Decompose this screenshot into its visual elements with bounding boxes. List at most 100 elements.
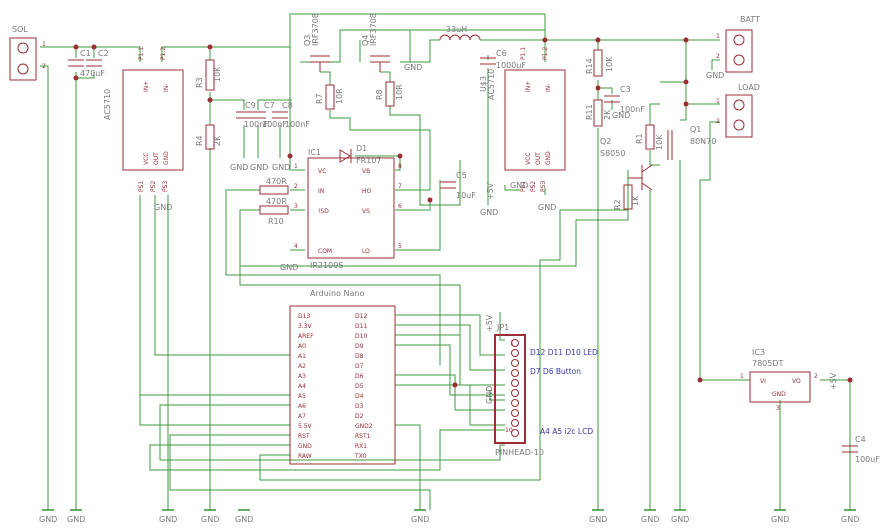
reg-n3: 3 bbox=[776, 405, 780, 412]
acs-right-5v: +5V bbox=[486, 182, 495, 200]
reg-n2: 2 bbox=[814, 373, 818, 380]
acs-right-out: OUT bbox=[535, 152, 542, 165]
drv-n5: 5 bbox=[398, 243, 402, 250]
nano-pin-d11: D11 bbox=[355, 323, 367, 330]
header-pin bbox=[511, 419, 519, 427]
r9 bbox=[259, 185, 289, 195]
header-5v: +5V bbox=[485, 314, 494, 332]
r8 bbox=[385, 81, 395, 107]
q1-mosfet bbox=[667, 130, 673, 160]
load-pin1: 1 bbox=[716, 98, 720, 105]
q1-value: 80N70 bbox=[690, 137, 716, 146]
acs-right-ps3: PS3 bbox=[540, 181, 547, 192]
driver-value: IR2109S bbox=[310, 261, 343, 270]
r7-ref: R7 bbox=[315, 93, 324, 104]
nano-pin-d7: D7 bbox=[355, 363, 364, 370]
drv-in: IN bbox=[318, 188, 324, 195]
header-pin bbox=[511, 429, 519, 437]
drv-n8: 8 bbox=[398, 163, 402, 170]
c2-value: 470uF bbox=[80, 69, 105, 78]
nano-pin-33v: 3.3V bbox=[298, 323, 313, 330]
r8-ref: R8 bbox=[375, 89, 384, 100]
acs-right-gnd2: GND bbox=[538, 203, 556, 212]
reg-5v: +5V bbox=[829, 372, 838, 390]
sol-pin2: 2 bbox=[42, 63, 46, 70]
r4 bbox=[205, 124, 215, 150]
header-pin bbox=[511, 359, 519, 367]
drv-lo: LO bbox=[362, 248, 370, 255]
header-pin10: 10 bbox=[505, 427, 513, 434]
gnd-label: GND bbox=[671, 515, 689, 524]
c8-gnd: GND bbox=[272, 163, 290, 172]
r1-ref: R1 bbox=[635, 133, 644, 144]
reg-value: 7805DT bbox=[752, 359, 784, 368]
c7 bbox=[250, 111, 266, 119]
r14 bbox=[593, 49, 603, 77]
c9-ref: C9 bbox=[245, 101, 256, 110]
gnd-label: GND bbox=[841, 515, 859, 524]
l1-value: 33uH bbox=[446, 25, 467, 34]
sol-connector bbox=[9, 37, 37, 81]
acs-left-p2: P1.2 bbox=[160, 47, 167, 60]
arduino-nano bbox=[289, 305, 396, 465]
acs-right-p1: P1.1 bbox=[520, 47, 527, 60]
c1 bbox=[68, 59, 84, 67]
nano-pin-55v: 5.5V bbox=[298, 423, 313, 430]
r7-value: 10R bbox=[335, 88, 344, 104]
nano-pin-d12: D12 bbox=[355, 313, 367, 320]
nano-pin-rst: RST bbox=[298, 433, 310, 440]
header-value: PINHEAD-10 bbox=[495, 448, 544, 457]
c8-ref: C8 bbox=[282, 101, 293, 110]
drv-com: COM bbox=[318, 248, 332, 255]
acs-left bbox=[122, 69, 184, 171]
gnd-label: GND bbox=[67, 515, 85, 524]
reg-ref: IC3 bbox=[752, 348, 765, 357]
header-pin bbox=[511, 409, 519, 417]
c8 bbox=[272, 111, 288, 119]
driver-ref: IC1 bbox=[308, 148, 321, 157]
gnd-label: GND bbox=[235, 515, 253, 524]
header-pin bbox=[511, 399, 519, 407]
nano-pin-a0: A0 bbox=[298, 343, 306, 350]
c5 bbox=[440, 181, 456, 189]
nano-pin-a3: A3 bbox=[298, 373, 306, 380]
drv-ho: HO bbox=[362, 188, 372, 195]
drv-n1: 1 bbox=[294, 163, 298, 170]
load-pin2: 2 bbox=[716, 118, 720, 125]
header-pin bbox=[511, 379, 519, 387]
drv-vs: VS bbox=[362, 208, 370, 215]
nano-pin-d9: D9 bbox=[355, 343, 364, 350]
drv-n2: 2 bbox=[294, 183, 298, 190]
acs-right-inp: IN+ bbox=[525, 81, 532, 92]
acs-right-ps2: PS2 bbox=[530, 181, 537, 192]
r11-ref: R11 bbox=[585, 104, 594, 120]
acs-left-out: OUT bbox=[153, 152, 160, 165]
batt-pin2: 2 bbox=[716, 53, 720, 60]
q3-mosfet bbox=[310, 55, 330, 72]
acs-left-ps3: PS3 bbox=[162, 181, 169, 192]
header-pin bbox=[511, 369, 519, 377]
c3-ref: C3 bbox=[620, 85, 631, 94]
batt-connector bbox=[725, 29, 753, 73]
nano-pin-tx0: TX0 bbox=[354, 453, 367, 460]
note-button: D7 D6 Button bbox=[530, 367, 581, 376]
r10-ref: R10 bbox=[268, 217, 284, 226]
r9-value: 470R bbox=[266, 177, 287, 186]
nano-pin-a4: A4 bbox=[298, 383, 306, 390]
r1 bbox=[645, 124, 655, 150]
acs-right-p2: P1.2 bbox=[542, 47, 549, 60]
batt-gnd: GND bbox=[706, 71, 724, 80]
header-pin bbox=[511, 389, 519, 397]
d1-value: FR107 bbox=[356, 156, 381, 165]
q2-transistor bbox=[628, 164, 653, 191]
gnd-label: GND bbox=[39, 515, 57, 524]
c4 bbox=[842, 445, 858, 453]
gnd-label: GND bbox=[411, 515, 429, 524]
r4-ref: R4 bbox=[195, 135, 204, 146]
c7-ref: C7 bbox=[264, 101, 275, 110]
driver-gnd: GND bbox=[280, 263, 298, 272]
nano-pin-d6: D6 bbox=[355, 373, 364, 380]
acs-left-vcc: VCC bbox=[143, 153, 150, 165]
header-ref: JP1 bbox=[496, 323, 509, 332]
header-pin bbox=[511, 349, 519, 357]
